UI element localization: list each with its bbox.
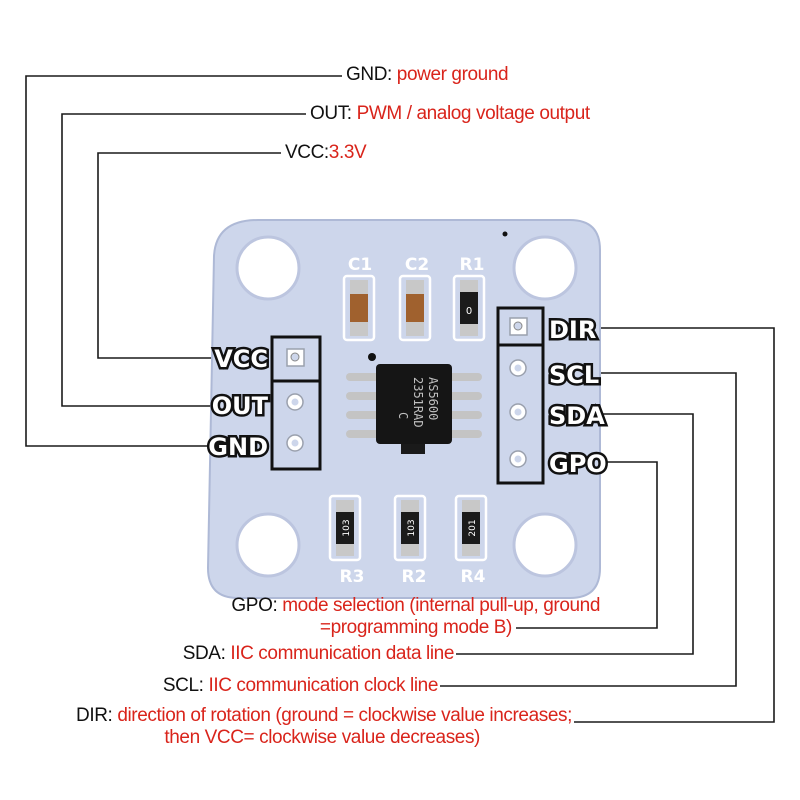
pin-label-gpo: GPO [549,450,607,478]
gnd-leader [25,75,342,447]
r4-code: 201 [468,519,478,536]
callout-vcc-name: VCC: [285,142,329,163]
chip-marking-1: AS5600 [426,377,440,420]
callout-gnd-desc: power ground [396,64,509,85]
as5600-chip: AS5600 2351RAD C [346,353,482,454]
r2-code: 103 [407,519,417,536]
top-components: C1 C2 R1 0 [342,255,486,342]
callout-vcc-desc: 3.3V [328,142,367,163]
callout-gpo-desc2: =programming mode B) [319,617,513,638]
label-c1: C1 [348,255,372,275]
pad-r4 [454,494,488,562]
callout-gpo-line2: =programming mode B) [180,617,513,639]
label-r3: R3 [340,567,365,587]
callout-dir: DIR: direction of rotation (ground = clo… [40,705,572,727]
callout-vcc: VCC:3.3V [285,142,367,164]
callout-scl-name: SCL: [162,675,204,696]
callout-gnd: GND: power ground [346,64,509,86]
pad-r2 [393,494,427,562]
callout-scl: SCL: IIC communication clock line [120,675,438,697]
callout-sda: SDA: IIC communication data line [140,643,455,665]
leader-lines [25,75,775,723]
silk-dot [502,231,508,237]
pad-r1 [452,274,486,342]
pad-c1 [342,274,376,342]
callout-scl-desc: IIC communication clock line [208,675,438,696]
out-leader [61,113,306,407]
r1-code: 0 [466,306,472,317]
callout-dir-desc2: then VCC= clockwise value decreases) [164,727,480,748]
dir-leader [574,327,775,723]
pin-label-out: OUT [212,392,269,420]
callout-dir-desc: direction of rotation (ground = clockwis… [117,705,572,726]
bottom-components: 103 103 201 R3 R2 R4 [328,494,488,587]
chip-body [376,364,452,444]
callout-sda-name: SDA: [182,643,226,664]
pin-label-scl: SCL [549,361,599,389]
mounting-hole-bottom-left [235,512,301,578]
chip-marking-3: C [396,412,410,419]
pad-r3 [328,494,362,562]
r3-code: 103 [342,519,352,536]
pin-label-vcc: VCC [214,345,268,373]
mounting-hole-top-left [235,235,301,301]
sensor-board: C1 C2 R1 0 [206,219,609,599]
callout-dir-name: DIR: [76,705,113,726]
callout-gpo: GPO: mode selection (internal pull-up, g… [180,595,600,617]
gpo-leader [516,461,658,629]
vcc-leader [97,152,281,359]
mounting-hole-bottom-right [512,512,578,578]
left-header: VCC OUT GND [206,335,322,471]
pin-label-gnd: GND [208,433,268,461]
sda-leader [456,413,694,655]
callout-out-desc: PWM / analog voltage output [356,103,591,124]
label-r1: R1 [460,255,485,275]
label-c2: C2 [405,255,429,275]
mounting-hole-top-right [512,235,578,301]
chip-marking-2: 2351RAD [411,377,425,428]
right-header: DIR SCL SDA GPO [496,306,609,485]
label-r2: R2 [402,567,427,587]
callout-gnd-name: GND: [346,64,392,85]
callout-dir-line2: then VCC= clockwise value decreases) [40,727,480,749]
scl-leader [440,372,737,687]
callout-gpo-desc: mode selection (internal pull-up, ground [282,595,600,616]
callout-out-name: OUT: [310,103,352,124]
pin-label-dir: DIR [549,316,596,344]
callout-gpo-name: GPO: [231,595,278,616]
callout-out: OUT: PWM / analog voltage output [310,103,590,125]
pin-label-sda: SDA [549,402,605,430]
label-r4: R4 [461,567,486,587]
pad-c2 [398,274,432,342]
callout-sda-desc: IIC communication data line [230,643,454,664]
